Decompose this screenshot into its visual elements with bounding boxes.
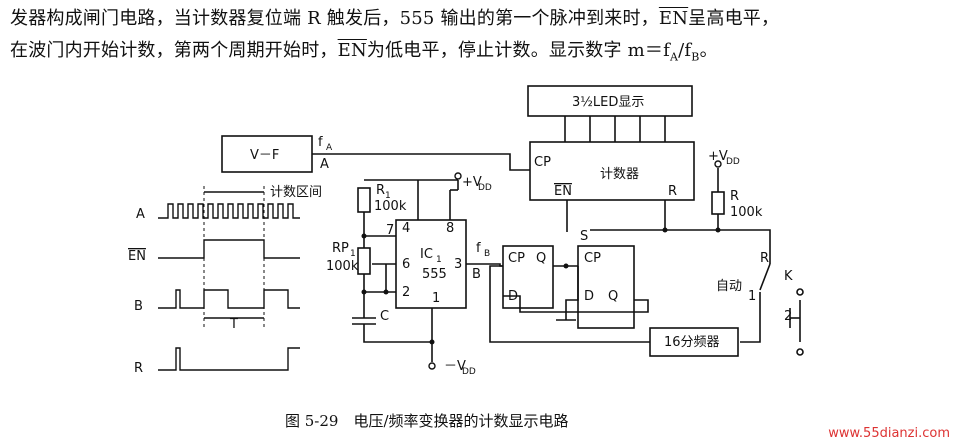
counter-box bbox=[529, 141, 695, 201]
led-display-label: 3½LED显示 bbox=[572, 95, 644, 110]
rp1-sub: 1 bbox=[350, 249, 356, 259]
description-line-1: 发器构成闸门电路，当计数器复位端 R 触发后，555 输出的第一个脉冲到来时，E… bbox=[10, 8, 780, 29]
a-pin-label: A bbox=[320, 157, 329, 172]
rp1-value: 100k bbox=[326, 259, 359, 274]
r1-sub: 1 bbox=[385, 191, 391, 201]
pin7-label: 7 bbox=[386, 223, 394, 238]
timing-signal-b: B bbox=[134, 299, 143, 314]
counter-cp-label: CP bbox=[534, 155, 551, 170]
ff1-cp-label: CP bbox=[508, 251, 525, 266]
ff2-cp-label: CP bbox=[584, 251, 601, 266]
counter-label: 计数器 bbox=[600, 167, 639, 182]
auto-label: 自动 bbox=[716, 279, 742, 294]
timing-signal-r: R bbox=[134, 361, 143, 376]
fa-label: f bbox=[318, 135, 323, 150]
ff2-q-label: Q bbox=[608, 289, 618, 304]
vdd-ic-sub: DD bbox=[478, 183, 492, 193]
counter-en-label: EN bbox=[554, 184, 572, 199]
switch-r-label: R bbox=[760, 251, 769, 266]
pin8-label: 8 bbox=[446, 221, 454, 236]
counter-r-label: R bbox=[668, 184, 677, 199]
pin2-label: 2 bbox=[402, 285, 410, 300]
flipflop-1-box bbox=[502, 245, 554, 309]
pin1-label: 1 bbox=[432, 291, 440, 306]
r-resistor-value: 100k bbox=[730, 205, 763, 220]
timing-signal-en: EN bbox=[128, 249, 146, 264]
ff1-d-label: D bbox=[508, 289, 518, 304]
ic-sub: 1 bbox=[436, 255, 442, 265]
timing-waveforms bbox=[158, 191, 300, 371]
neg-vdd-label: －V bbox=[444, 359, 466, 374]
switch-2-label: 2 bbox=[784, 309, 792, 324]
neg-vdd-sub: DD bbox=[462, 367, 476, 377]
c-label: C bbox=[380, 309, 389, 324]
vdd-top-label: +V bbox=[708, 149, 728, 164]
r1-label: R bbox=[376, 183, 385, 198]
rp1-potentiometer bbox=[357, 247, 371, 275]
switch-k-label: K bbox=[784, 269, 793, 284]
watermark: www.55dianzi.com bbox=[828, 426, 950, 441]
pin4-label: 4 bbox=[402, 221, 410, 236]
rp1-label: RP bbox=[332, 241, 349, 256]
divider-label: 16分频器 bbox=[664, 335, 720, 350]
pullup-resistor bbox=[711, 191, 725, 215]
vf-label: V－F bbox=[250, 148, 279, 163]
timing-window-label: 计数区间 bbox=[270, 185, 322, 200]
ic-part-label: 555 bbox=[422, 267, 447, 282]
ff2-d-label: D bbox=[584, 289, 594, 304]
switch-1-label: 1 bbox=[748, 289, 756, 304]
s-label: S bbox=[580, 229, 588, 244]
fa-subscript: A bbox=[326, 143, 333, 153]
figure-caption: 图 5-29 电压/频率变换器的计数显示电路 bbox=[285, 412, 569, 430]
fb-sub: B bbox=[484, 249, 490, 259]
timing-signal-a: A bbox=[136, 207, 145, 222]
vdd-ic-label: +V bbox=[462, 175, 482, 190]
ff1-q-label: Q bbox=[536, 251, 546, 266]
r1-value: 100k bbox=[374, 199, 407, 214]
r-resistor-label: R bbox=[730, 189, 739, 204]
r1-resistor bbox=[357, 187, 371, 213]
timing-period-label: T bbox=[229, 317, 238, 332]
flipflop-2-box bbox=[577, 245, 635, 329]
led-display-box bbox=[527, 85, 693, 117]
fb-label: f bbox=[476, 241, 481, 256]
vdd-top-sub: DD bbox=[726, 157, 740, 167]
ic-label: IC bbox=[420, 247, 433, 262]
pin3-label: 3 bbox=[454, 257, 462, 272]
description-line-2: 在波门内开始计数，第两个周期开始时，EN为低电平，停止计数。显示数字 m＝fA/… bbox=[10, 40, 718, 64]
b-node-label: B bbox=[472, 267, 481, 282]
pin6-label: 6 bbox=[402, 257, 410, 272]
